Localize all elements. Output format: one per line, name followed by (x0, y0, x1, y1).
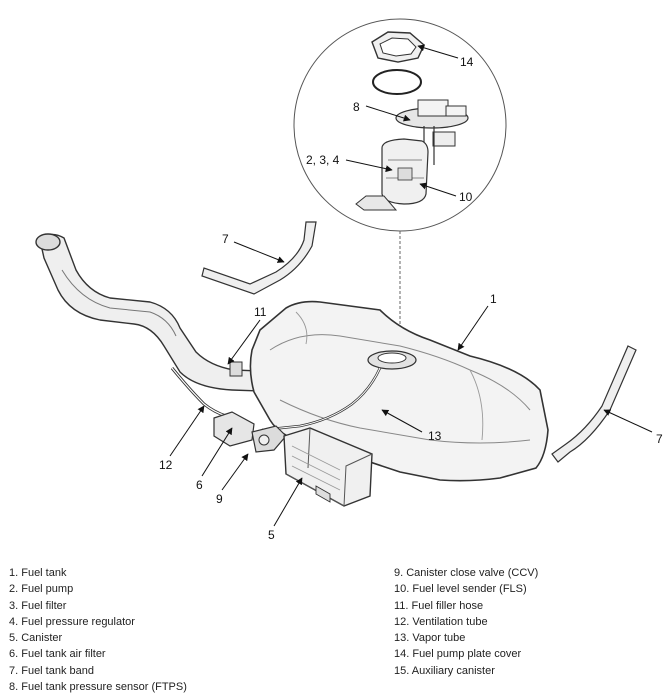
callout-9: 9 (216, 492, 223, 506)
callout-1: 1 (490, 292, 497, 306)
fuel-filler-pipe (35, 233, 291, 393)
fuel-pump-plate-cover (371, 31, 425, 63)
leader-lines (169, 44, 653, 527)
legend-right-column: 9. Canister close valve (CCV) 10. Fuel l… (394, 565, 538, 679)
callout-2-3-4: 2, 3, 4 (306, 153, 340, 167)
ventilation-tube (170, 367, 227, 418)
legend-item: 2. Fuel pump (9, 583, 74, 596)
callout-12: 12 (159, 458, 173, 472)
vapor-tube (261, 367, 382, 432)
legend-item: 6. Fuel tank air filter (9, 648, 106, 661)
legend-item: 12. Ventilation tube (394, 615, 488, 628)
callout-5: 5 (268, 528, 275, 542)
fuel-pump-detail-circle (293, 18, 507, 345)
callout-10: 10 (459, 190, 473, 204)
legend-item: 8. Fuel tank pressure sensor (FTPS) (9, 681, 187, 694)
callout-7-right: 7 (656, 432, 663, 446)
legend-item: 5. Canister (9, 632, 63, 645)
legend-item: 1. Fuel tank (9, 567, 67, 579)
fuel-pump-o-ring (372, 69, 422, 95)
legend-item: 15. Auxiliary canister (394, 664, 495, 677)
callout-8: 8 (353, 100, 360, 114)
legend-left-column: 1. Fuel tank 2. Fuel pump 3. Fuel filter… (9, 565, 187, 695)
legend-item: 10. Fuel level sender (FLS) (394, 583, 527, 596)
fuel-pump-module (355, 99, 469, 211)
fuel-system-diagram: 14 8 2, 3, 4 10 7 1 11 13 12 6 9 5 7 (35, 18, 663, 542)
callout-6: 6 (196, 478, 203, 492)
legend-item: 14. Fuel pump plate cover (394, 648, 522, 661)
callout-13: 13 (428, 429, 442, 443)
fuel-tank-band-right (551, 345, 637, 463)
legend-item: 9. Canister close valve (CCV) (394, 567, 539, 579)
callout-14: 14 (460, 55, 474, 69)
legend-item: 13. Vapor tube (394, 632, 466, 645)
legend-item: 4. Fuel pressure regulator (9, 615, 135, 628)
legend-item: 11. Fuel filler hose (394, 599, 484, 612)
fuel-tank-band-top (201, 221, 317, 295)
legend-item: 3. Fuel filter (9, 599, 67, 612)
callout-11: 11 (254, 305, 267, 319)
callout-7-top: 7 (222, 232, 229, 246)
canister-assembly (213, 411, 373, 507)
legend-item: 7. Fuel tank band (9, 664, 95, 677)
